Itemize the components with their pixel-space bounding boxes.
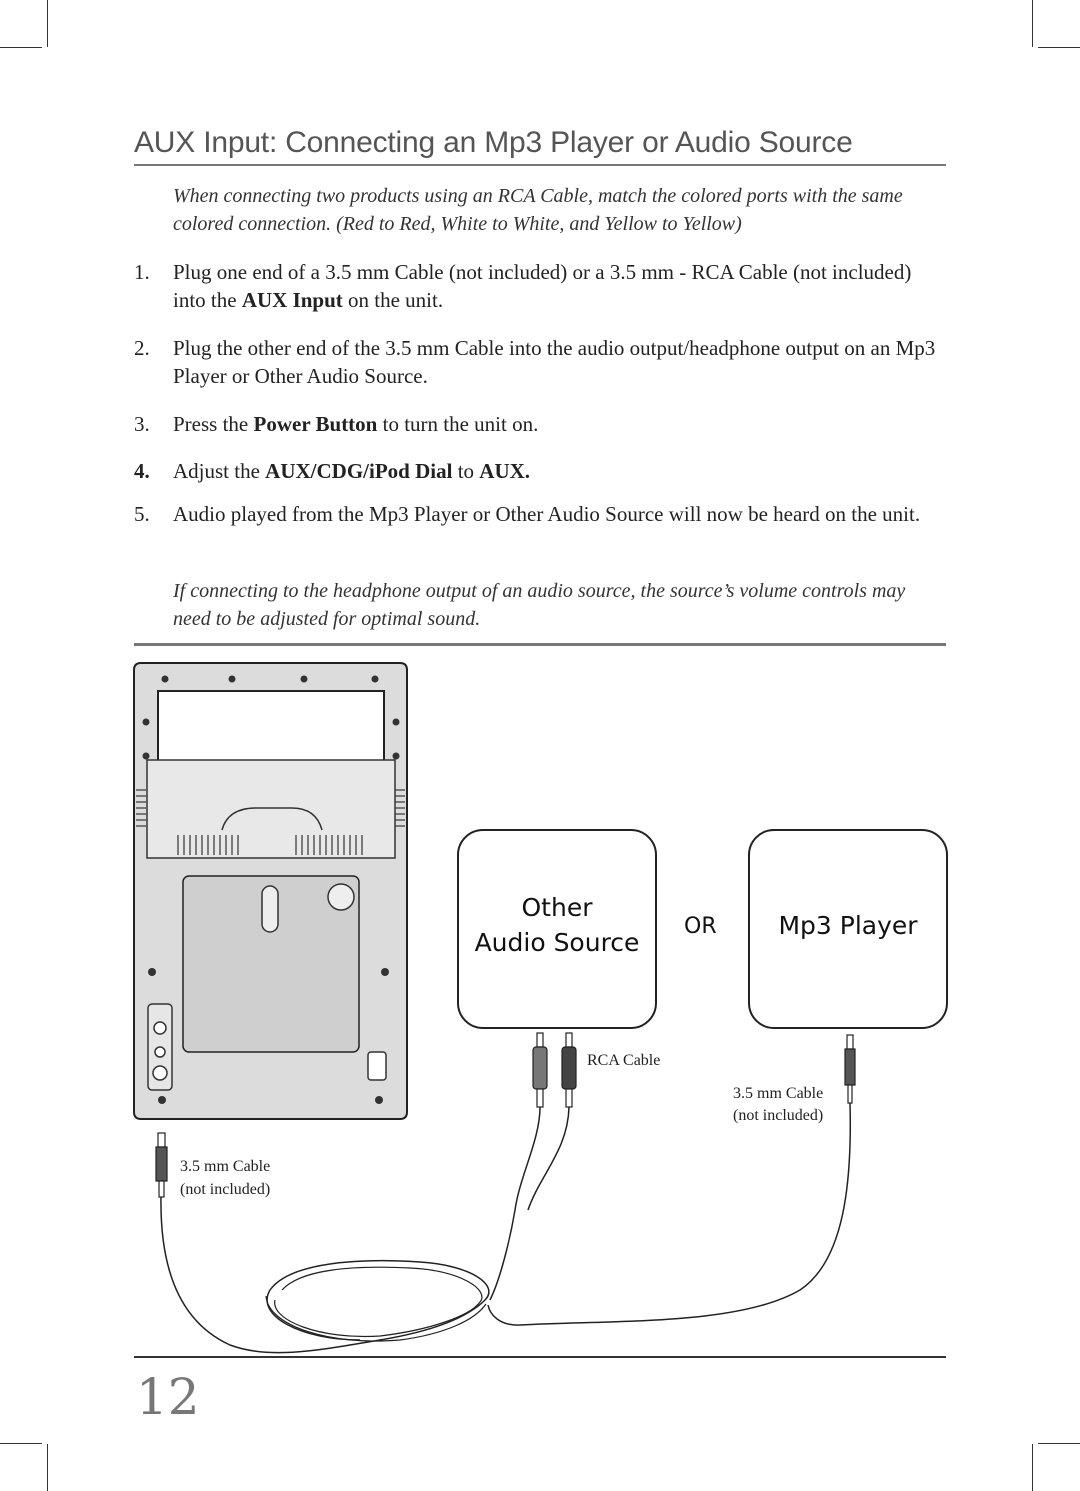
step-bold-text: AUX Input — [241, 288, 343, 312]
crop-mark — [1038, 1443, 1080, 1444]
right-35mm-cable — [487, 1034, 856, 1326]
left-35mm-cable — [155, 1132, 490, 1354]
step-2: 2. Plug the other end of the 3.5 mm Cabl… — [134, 334, 946, 390]
crop-mark — [0, 47, 42, 48]
step-4: 4. Adjust the AUX/CDG/iPod Dial to AUX. — [134, 457, 946, 485]
step-text: to turn the unit on. — [377, 412, 539, 436]
crop-mark — [0, 1443, 42, 1444]
step-text: to — [452, 459, 480, 483]
step-text: Adjust the — [173, 459, 266, 483]
step-text: Plug one end of a 3.5 mm Cable (not incl… — [173, 260, 912, 312]
box-label: Mp3 Player — [778, 911, 918, 940]
step-text: Press the — [173, 412, 254, 436]
crop-mark — [47, 0, 48, 47]
footer-divider — [134, 1356, 946, 1358]
crop-mark — [1038, 47, 1080, 48]
intro-note: When connecting two products using an RC… — [173, 185, 903, 235]
rca-cable — [489, 1032, 577, 1301]
other-audio-source-box — [457, 829, 657, 1029]
end-note: If connecting to the headphone output of… — [173, 580, 906, 630]
crop-mark — [1032, 1444, 1033, 1491]
step-3: 3. Press the Power Button to turn the un… — [134, 410, 946, 438]
step-text: on the unit. — [342, 288, 444, 312]
cable-label-line: 3.5 mm Cable — [733, 1085, 824, 1102]
step-number: 1. — [134, 260, 150, 284]
cable-label-line: (not included) — [180, 1181, 271, 1198]
or-label: OR — [684, 914, 717, 939]
step-number: 3. — [134, 412, 150, 436]
cable-label-line: (not included) — [733, 1107, 824, 1124]
title-underline — [134, 164, 946, 166]
rca-cable-label: RCA Cable — [587, 1052, 661, 1069]
step-text: Plug the other end of the 3.5 mm Cable i… — [173, 336, 936, 388]
step-bold-text: AUX. — [479, 459, 531, 483]
box-label-line: Other — [521, 893, 593, 922]
crop-mark — [47, 1444, 48, 1491]
box-label-line: Audio Source — [474, 928, 640, 957]
step-bold-text: Power Button — [253, 412, 378, 436]
step-number: 2. — [134, 336, 150, 360]
karaoke-unit-back — [133, 662, 408, 1120]
step-text: Audio played from the Mp3 Player or Othe… — [173, 502, 921, 526]
step-number: 4. — [134, 459, 150, 483]
crop-mark — [1032, 0, 1033, 47]
mp3-player-box — [748, 829, 948, 1029]
step-1: 1. Plug one end of a 3.5 mm Cable (not i… — [134, 258, 946, 314]
page-title: AUX Input: Connecting an Mp3 Player or A… — [134, 126, 853, 159]
section-divider — [134, 643, 946, 646]
cable-label-line: 3.5 mm Cable — [180, 1158, 271, 1175]
step-number: 5. — [134, 502, 150, 526]
step-bold-text: AUX/CDG/iPod Dial — [265, 459, 453, 483]
step-5: 5. Audio played from the Mp3 Player or O… — [134, 500, 946, 528]
page-number: 12 — [136, 1368, 200, 1426]
